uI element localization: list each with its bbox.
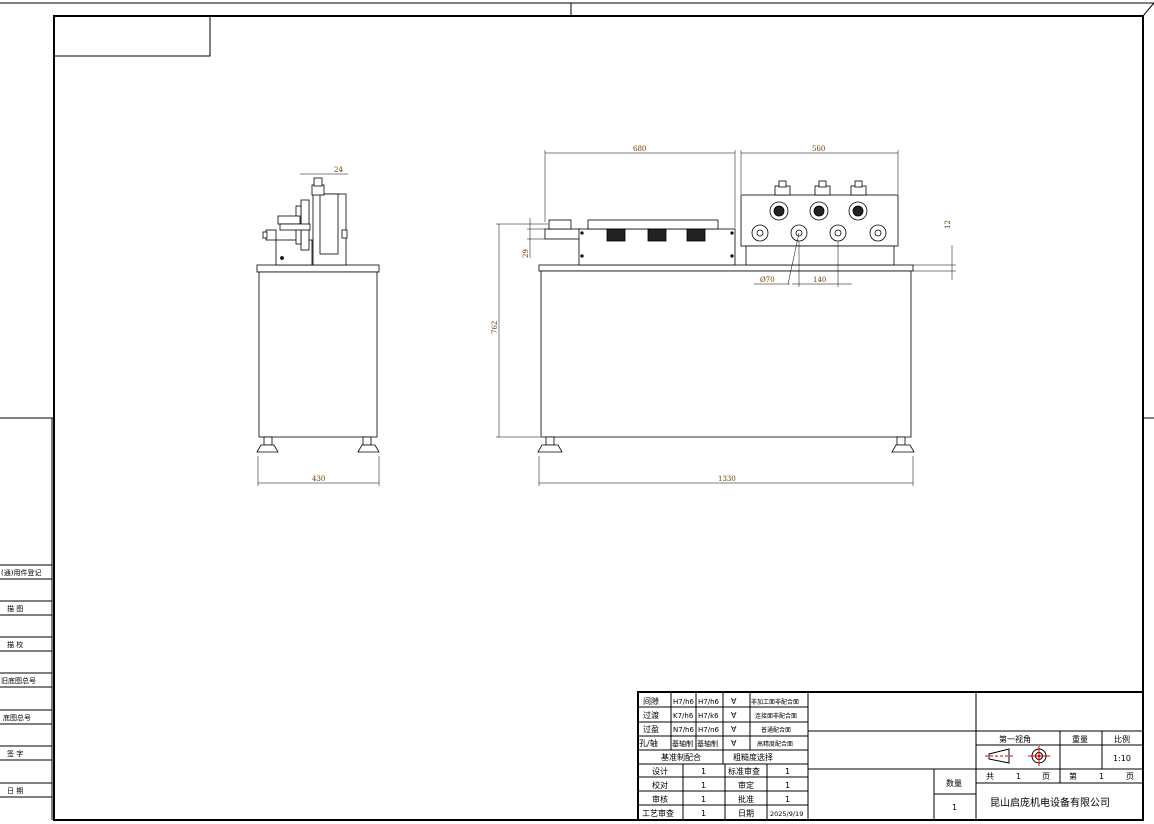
sign-date: 2025/9/19	[770, 810, 803, 818]
fit-hole: H7/h6	[673, 698, 695, 706]
dim-step: 29	[522, 249, 530, 258]
title-block: 间隙 H7/h6 H7/h6 ∀ 非加工面非配合面 过渡 K7/h6 H7/k6…	[637, 691, 1144, 821]
dim-diameter: Ø70	[760, 276, 775, 284]
fit-surface: 普通配合面	[761, 726, 791, 734]
sign-label: 校对	[652, 780, 668, 790]
strip-label: (通)用件登记	[1, 568, 41, 577]
first-angle-projection-icon	[985, 746, 1050, 766]
sign-value: 1	[785, 781, 790, 790]
fit-footer-right: 粗糙度选择	[733, 752, 773, 762]
side-view: 24 430	[256, 166, 380, 486]
sign-label: 审定	[738, 780, 754, 790]
sign-label: 日期	[738, 809, 754, 818]
strip-label: 日 期	[7, 787, 23, 795]
fit-type: 间隙	[643, 696, 659, 706]
top-left-box	[53, 15, 211, 57]
strip-label: 描 图	[7, 604, 23, 613]
quantity-label: 数量	[946, 778, 962, 788]
total-pages-prefix: 共	[986, 772, 994, 781]
company-name: 昆山启庞机电设备有限公司	[990, 796, 1110, 809]
fit-row: 孔/轴 基轴制 基轴制 ∀ 高精度配合面	[639, 738, 793, 748]
fit-hole: N7/h6	[673, 726, 694, 734]
sign-value: 1	[785, 795, 790, 804]
weight-label: 重量	[1072, 734, 1088, 744]
fit-surface: 高精度配合面	[757, 740, 793, 748]
scale-value: 1:10	[1113, 754, 1131, 763]
page-unit: 页	[1126, 772, 1134, 781]
dim-front-left: 680	[633, 145, 646, 153]
fit-row: 过渡 K7/h6 H7/k6 ∀ 连接面非配合面	[643, 710, 797, 720]
page-prefix: 第	[1069, 771, 1077, 781]
sign-value: 1	[785, 767, 790, 776]
dim-front-total: 1330	[718, 475, 736, 483]
strip-label: 描 校	[7, 640, 23, 649]
sign-label: 标准审查	[728, 766, 760, 776]
sign-value: 1	[701, 781, 706, 790]
fit-hole: 基轴制	[672, 739, 693, 748]
fit-row: 过盈 N7/h6 H7/n6 ∀ 普通配合面	[643, 724, 791, 734]
fit-shaft: 基轴制	[697, 739, 718, 748]
sign-label: 审核	[652, 794, 668, 804]
roller-bottom	[751, 224, 887, 242]
strip-label: 旧底图总号	[1, 676, 36, 685]
dim-offset: 12	[944, 220, 952, 229]
fit-row: 间隙 H7/h6 H7/h6 ∀ 非加工面非配合面	[643, 696, 799, 706]
fit-shaft: H7/k6	[698, 712, 719, 720]
total-pages-unit: 页	[1042, 772, 1050, 781]
sign-value: 1	[701, 809, 706, 818]
fit-type: 过渡	[643, 710, 659, 720]
sign-row: 审核 1 批准 1	[652, 794, 790, 804]
sign-row: 设计 1 标准审查 1	[652, 766, 790, 776]
roughness-symbol-icon: ∀	[731, 725, 737, 734]
quantity-value: 1	[952, 803, 957, 812]
dim-height: 762	[491, 321, 499, 334]
dim-pitch: 140	[813, 276, 826, 284]
dim-front-right: 560	[812, 145, 825, 153]
roughness-symbol-icon: ∀	[731, 711, 737, 720]
roller-top	[769, 180, 868, 221]
sign-row: 工艺审查 1 日期 2025/9/19	[642, 808, 803, 818]
front-view: 680 560 1330 762 29 12 Ø70 140	[491, 145, 956, 486]
fit-surface: 非加工面非配合面	[751, 698, 799, 706]
dim-side-top: 24	[334, 166, 343, 174]
sign-label: 批准	[738, 794, 754, 804]
dim-side-width: 430	[312, 475, 325, 483]
fit-shaft: H7/h6	[698, 698, 720, 706]
sign-label: 工艺审查	[642, 808, 674, 818]
sign-row: 校对 1 审定 1	[652, 780, 790, 790]
roughness-symbol-icon: ∀	[731, 739, 737, 748]
sign-label: 设计	[652, 766, 668, 776]
fit-surface: 连接面非配合面	[755, 712, 797, 720]
fit-type: 过盈	[643, 724, 659, 734]
projection-label: 第一视角	[999, 734, 1031, 744]
fit-hole: K7/h6	[673, 712, 694, 720]
scale-label: 比例	[1114, 734, 1130, 744]
fit-shaft: H7/n6	[698, 726, 720, 734]
sign-value: 1	[701, 795, 706, 804]
page-number: 1	[1099, 772, 1104, 781]
strip-label: 底图总号	[3, 713, 31, 722]
fit-footer-left: 基准制配合	[661, 752, 701, 762]
strip-label: 签 字	[7, 749, 23, 758]
sign-value: 1	[701, 767, 706, 776]
left-registration-strip: (通)用件登记 描 图 描 校 旧底图总号 底图总号 签 字 日 期	[0, 418, 53, 820]
roughness-symbol-icon: ∀	[731, 697, 737, 706]
fit-type: 孔/轴	[639, 738, 658, 748]
total-pages: 1	[1016, 772, 1021, 781]
